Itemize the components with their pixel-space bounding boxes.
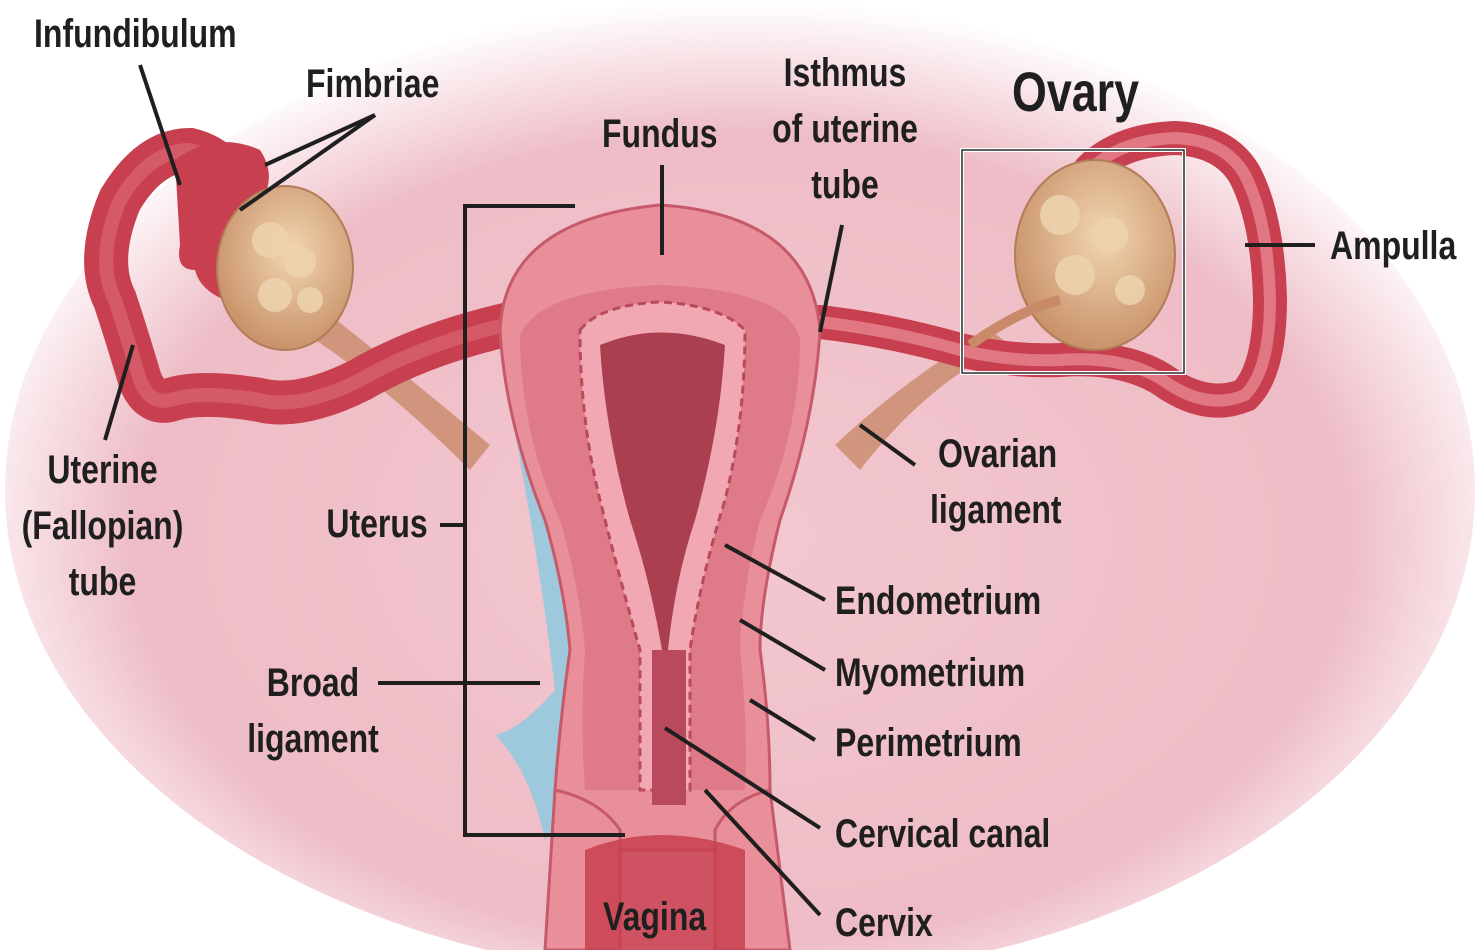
label-ovarian-ligament: Ovarian ligament [930,426,1062,538]
cervical-canal-shape [652,650,686,805]
label-uterine-tube-line-2: (Fallopian) [21,498,185,554]
label-cervical-canal: Cervical canal [835,806,1050,862]
label-cervix: Cervix [835,895,933,950]
label-vagina: Vagina [603,889,706,945]
label-uterine-tube: Uterine (Fallopian) tube [21,442,185,610]
label-ovary: Ovary [1012,62,1139,122]
label-infundibulum: Infundibulum [34,6,237,62]
label-perimetrium: Perimetrium [835,715,1022,771]
label-myometrium: Myometrium [835,645,1025,701]
label-isthmus-line-1: Isthmus [765,45,925,101]
ovary-right [1015,160,1175,350]
ovary-left [217,186,353,350]
label-isthmus-line-2: of uterine [765,101,925,157]
label-ovarian-ligament-line-2: ligament [930,482,1062,538]
label-uterine-tube-line-3: tube [21,554,185,610]
label-uterus: Uterus [327,496,428,552]
label-ovarian-ligament-line-1: Ovarian [930,426,1062,482]
label-uterine-tube-line-1: Uterine [21,442,185,498]
label-ampulla: Ampulla [1330,218,1456,274]
label-isthmus: Isthmus of uterine tube [765,45,925,213]
label-isthmus-line-3: tube [765,157,925,213]
label-fundus: Fundus [602,106,718,162]
label-broad-ligament: Broad ligament [245,655,381,767]
label-endometrium: Endometrium [835,573,1041,629]
label-fimbriae: Fimbriae [306,56,439,112]
label-broad-ligament-line-2: ligament [245,711,381,767]
label-broad-ligament-line-1: Broad [245,655,381,711]
